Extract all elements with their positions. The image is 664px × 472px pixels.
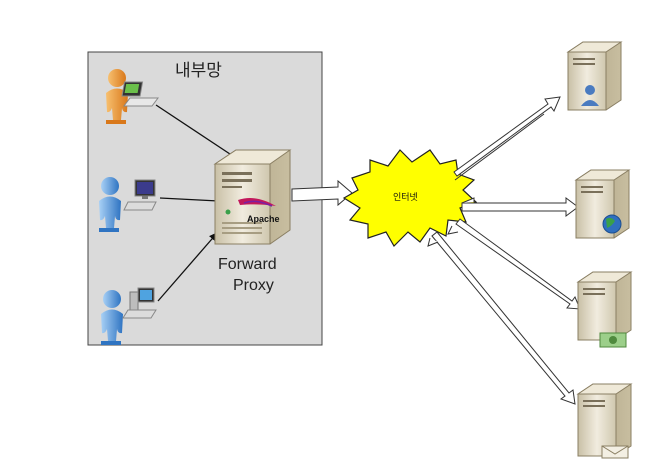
client-1-to-proxy-arrow <box>155 104 240 161</box>
finance-server-icon <box>576 271 633 348</box>
mail-server-icon <box>576 383 633 459</box>
intranet-label: 내부망 <box>175 61 222 81</box>
user-server-icon <box>566 41 623 111</box>
internet-label: 인터넷 <box>393 192 418 203</box>
internet-to-user-server-arrow <box>453 96 561 181</box>
user-desktop-icon <box>99 177 157 232</box>
apache-badge: Apache <box>247 214 280 224</box>
internet-burst-icon <box>342 149 478 247</box>
internet-to-mail-server-arrow <box>427 231 576 405</box>
client-3-to-proxy-arrow <box>157 231 219 302</box>
internet-to-finance-server-arrow <box>447 218 581 310</box>
user-workstation-icon <box>101 287 157 345</box>
forward-proxy-label-line2: Proxy <box>233 277 274 294</box>
user-laptop-icon <box>106 69 159 124</box>
internet-to-web-server-arrow <box>461 197 579 217</box>
proxy-server-icon: Apache <box>213 149 292 245</box>
forward-proxy-label-line1: Forward <box>218 256 277 273</box>
web-server-icon <box>574 169 631 239</box>
